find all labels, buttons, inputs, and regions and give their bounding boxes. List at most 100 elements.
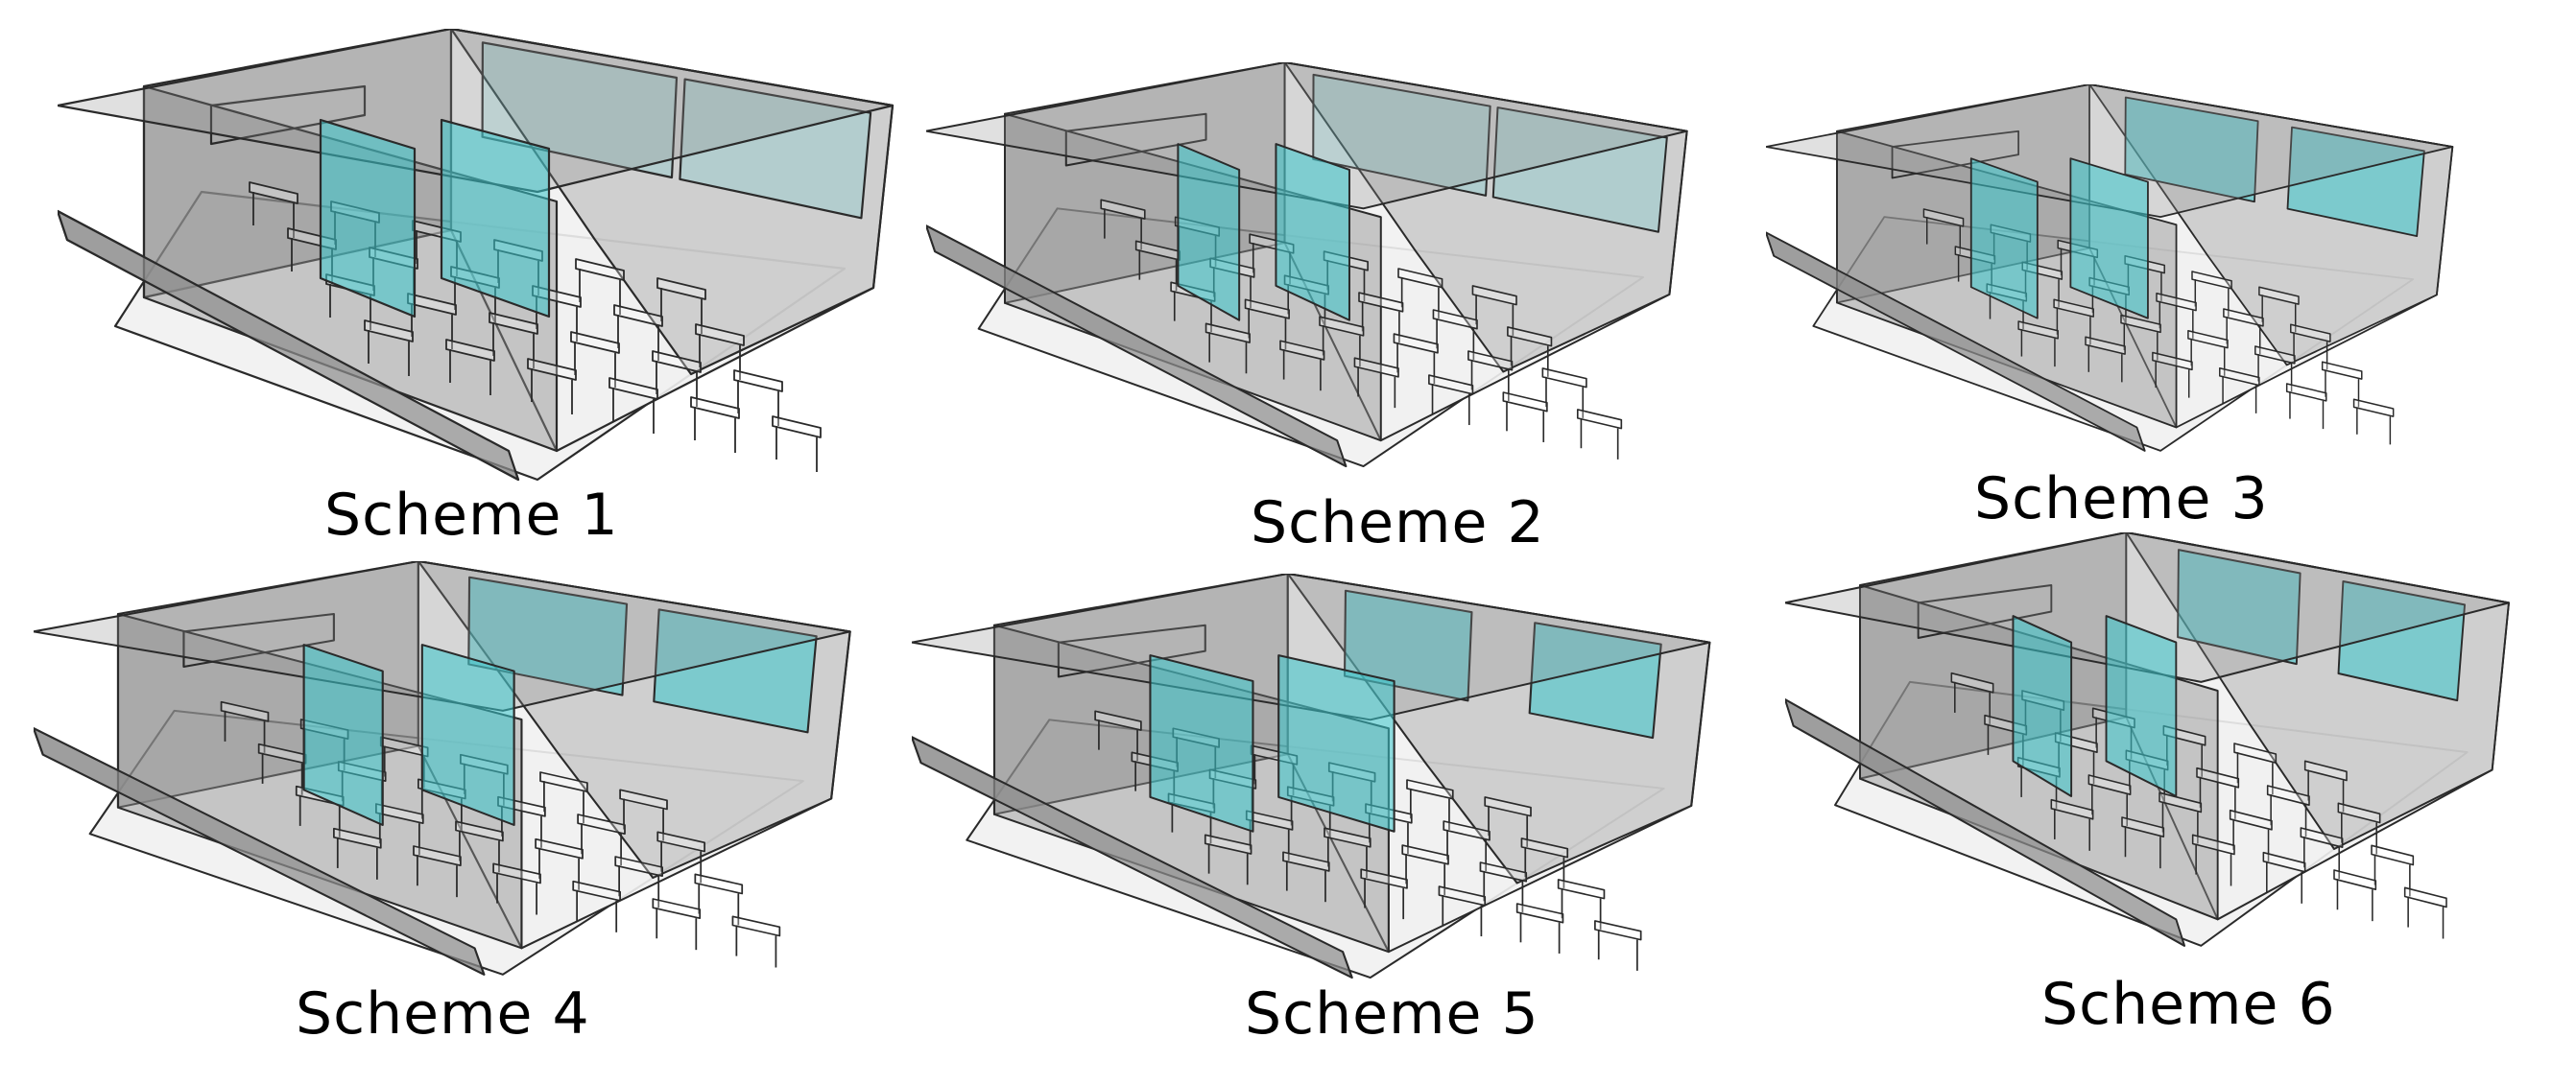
side-window-2 — [2337, 580, 2467, 702]
desk-top-12 — [1507, 326, 1553, 347]
partition-1 — [302, 644, 384, 827]
desk-top-14 — [2053, 298, 2094, 318]
desk-top-11 — [1432, 309, 1478, 330]
desk-top-20 — [445, 339, 495, 362]
desk-top-12 — [656, 831, 705, 853]
desk-top-24 — [2352, 398, 2395, 417]
side-window-1 — [467, 576, 629, 696]
partition-1 — [2012, 615, 2073, 798]
desk-top-22 — [1438, 885, 1487, 907]
desk-top-16 — [535, 837, 584, 860]
desk-top-19 — [1204, 834, 1252, 855]
desk-top-10 — [2196, 767, 2240, 789]
wall-opening — [182, 612, 335, 669]
partition-1 — [1969, 157, 2039, 319]
side-window-1 — [1312, 73, 1491, 197]
desk-top-18 — [1541, 367, 1587, 389]
desk-top-1 — [1950, 672, 1994, 694]
desk-top-12 — [1520, 837, 1569, 859]
scheme-5-model — [912, 574, 1711, 979]
desk-top-1 — [1100, 199, 1146, 220]
desk-top-22 — [572, 880, 621, 902]
partition-2 — [1275, 143, 1350, 321]
desk-top-21 — [2191, 834, 2235, 856]
desk-top-18 — [733, 369, 783, 392]
partition-2 — [2069, 157, 2149, 319]
desk-top-24 — [1576, 409, 1623, 430]
scheme-1-model — [58, 29, 894, 482]
desk-top-22 — [608, 377, 658, 400]
scheme-panel-1 — [58, 29, 921, 489]
side-window-2 — [1491, 106, 1668, 233]
scheme-1-caption: Scheme 1 — [324, 482, 619, 549]
desk-top-15 — [1324, 827, 1371, 848]
wall-opening — [1064, 112, 1207, 167]
front-ledge — [1785, 698, 2185, 947]
desk-top-15 — [455, 820, 504, 842]
desk-top-10 — [2156, 293, 2197, 312]
desk-top-12 — [695, 323, 745, 346]
desk-top-17 — [2254, 345, 2296, 365]
desk-top-16 — [1401, 844, 1449, 865]
scheme-panel-4 — [34, 561, 878, 983]
desk-top-5 — [2233, 743, 2278, 764]
desk-top-12 — [2290, 323, 2331, 342]
desk-top-17 — [1479, 861, 1528, 883]
side-window-1 — [2124, 96, 2259, 203]
desk-top-15 — [489, 312, 538, 335]
scheme-5-caption: Scheme 5 — [1245, 980, 1539, 1048]
desk-top-19 — [333, 827, 382, 849]
scheme-2-model — [926, 62, 1688, 468]
desk-top-1 — [249, 181, 298, 204]
front-ledge — [912, 736, 1353, 979]
desk-top-21 — [1360, 868, 1408, 889]
front-ledge — [1766, 231, 2146, 452]
desk-top-15 — [2120, 314, 2161, 334]
desk-top-6 — [1471, 285, 1517, 306]
desk-top-15 — [2159, 791, 2203, 814]
desk-top-1 — [220, 700, 270, 722]
desk-top-22 — [2219, 367, 2260, 387]
desk-top-20 — [413, 845, 462, 866]
scheme-4-model — [34, 561, 851, 976]
desk-top-21 — [492, 862, 541, 885]
desk-top-18 — [1557, 879, 1606, 900]
desk-top-6 — [656, 277, 706, 300]
front-ledge — [926, 224, 1348, 468]
desk-top-1 — [1922, 208, 1965, 227]
desk-top-20 — [1282, 851, 1330, 872]
desk-top-16 — [2229, 809, 2273, 831]
desk-top-5 — [575, 258, 625, 281]
desk-top-24 — [1594, 920, 1642, 941]
desk-top-19 — [2017, 320, 2059, 340]
desk-top-24 — [731, 915, 781, 937]
desk-top-11 — [2266, 785, 2310, 806]
desk-top-23 — [690, 396, 740, 419]
desk-top-18 — [2321, 361, 2363, 380]
side-window-1 — [1343, 589, 1473, 702]
side-window-1 — [2177, 549, 2302, 666]
partition-2 — [1277, 654, 1395, 833]
desk-top-21 — [1353, 357, 1399, 378]
desk-top-1 — [1094, 710, 1142, 731]
scheme-2-caption: Scheme 2 — [1251, 489, 1545, 556]
desk-top-14 — [2087, 774, 2132, 795]
wall-opening — [1917, 583, 2053, 640]
desk-top-11 — [2223, 308, 2264, 327]
scheme-6-model — [1785, 532, 2510, 947]
desk-top-6 — [619, 789, 668, 811]
desk-top-23 — [1515, 903, 1564, 924]
desk-top-24 — [772, 415, 822, 438]
desk-top-18 — [694, 873, 744, 895]
desk-top-16 — [570, 331, 620, 354]
desk-top-23 — [2333, 869, 2377, 890]
scheme-4-caption: Scheme 4 — [296, 980, 590, 1048]
partition-2 — [420, 644, 515, 827]
wall-opening — [209, 84, 367, 146]
desk-top-22 — [1428, 374, 1474, 395]
desk-top-10 — [1358, 292, 1404, 313]
side-window-2 — [653, 608, 818, 734]
partition-1 — [319, 118, 417, 318]
partition-1 — [1149, 654, 1254, 833]
desk-top-5 — [1406, 779, 1454, 800]
